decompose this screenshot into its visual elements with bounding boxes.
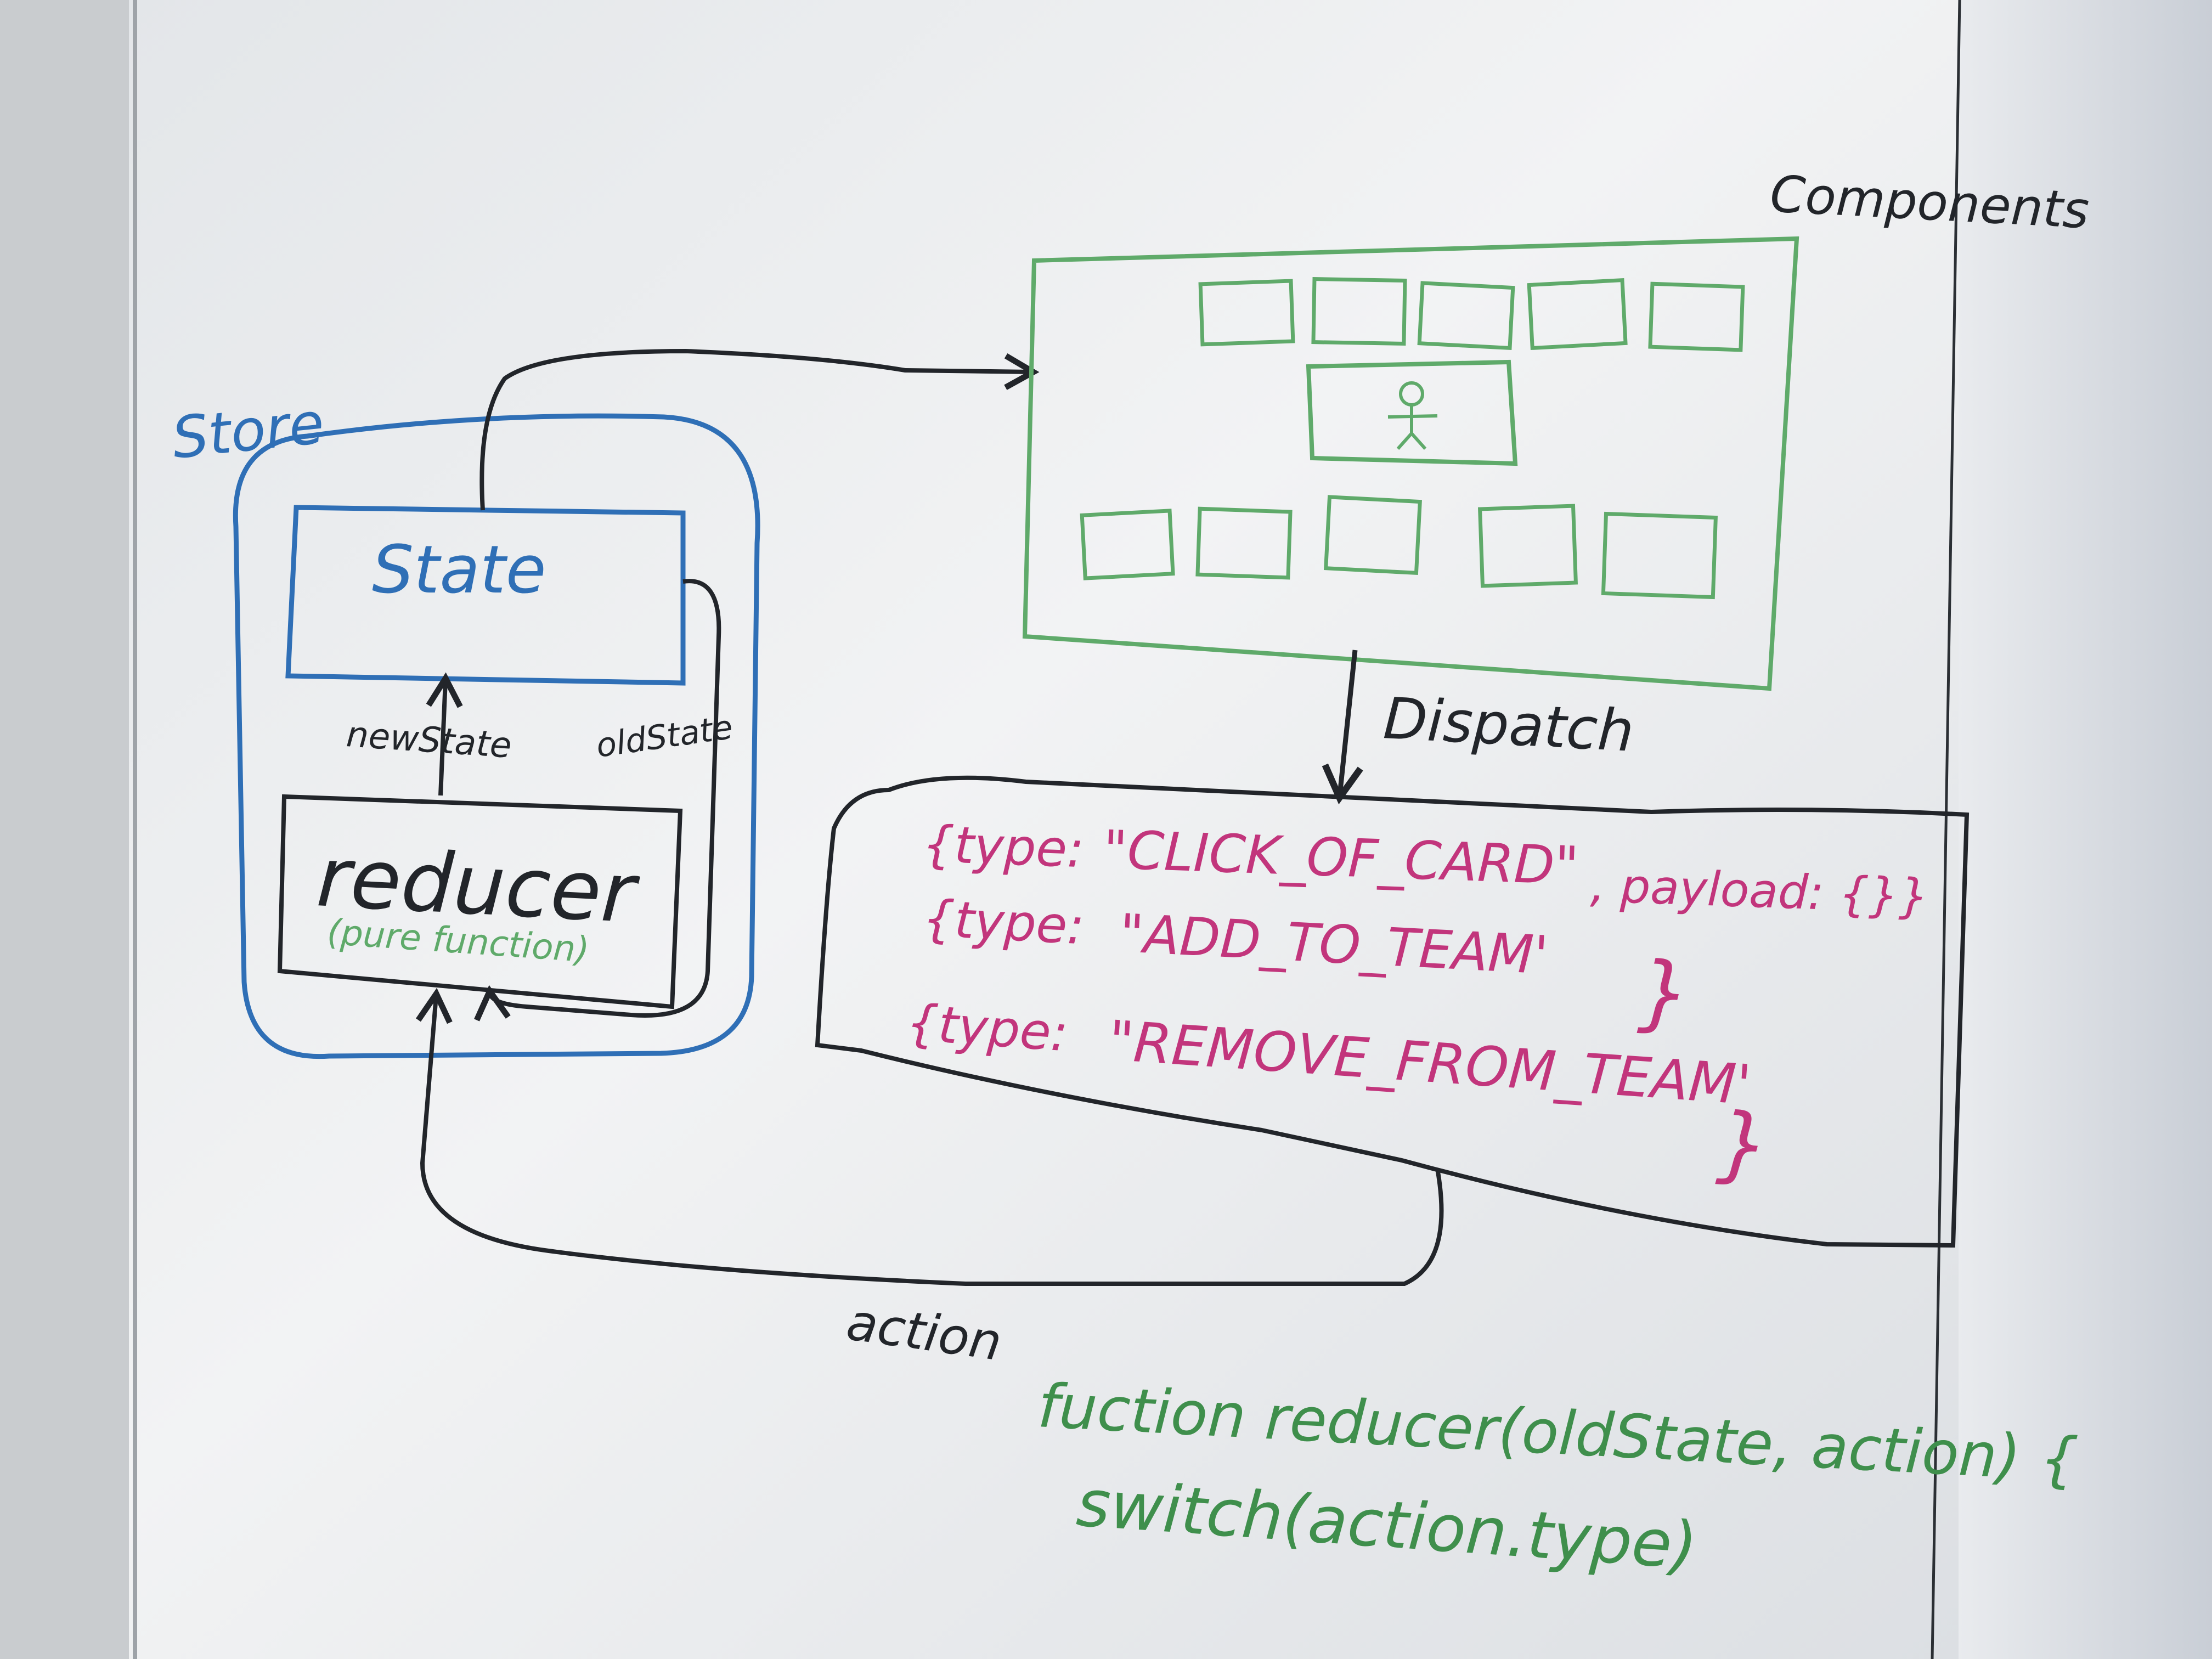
oldstate-arrow	[474, 579, 721, 1022]
card-icon	[1648, 281, 1745, 352]
reducer-box	[277, 794, 683, 1009]
board-right-panel	[1959, 0, 2212, 1659]
cards-bottom-row	[1080, 495, 1718, 600]
card-icon	[1195, 506, 1293, 580]
dispatch-arrow	[1322, 650, 1363, 805]
actions-container	[815, 775, 1970, 1248]
state-box	[285, 505, 686, 686]
card-icon	[1080, 509, 1175, 580]
state-to-components-arrow	[479, 348, 1040, 511]
store-label: Store	[169, 390, 327, 472]
card-icon	[1477, 504, 1578, 588]
card-icon	[1601, 511, 1718, 600]
card-icon	[1527, 278, 1628, 351]
selected-card	[1306, 359, 1518, 466]
action-type-key: {type:	[904, 993, 1070, 1063]
action-type-key: {type:	[921, 889, 1086, 956]
action-line-1: {type: "CLICK_OF_CARD" , payload: {}}	[921, 815, 1929, 924]
store-group: Store State reducer (pure function) newS…	[169, 390, 760, 1059]
components-container	[1022, 236, 1799, 691]
board-frame-left	[0, 0, 137, 1659]
card-icon	[1311, 277, 1407, 346]
card-icon	[1417, 281, 1515, 351]
action-arrow	[416, 988, 1444, 1286]
store-container	[233, 413, 760, 1059]
board-surface	[129, 0, 1959, 1659]
action-close-brace: }	[1636, 944, 1693, 1042]
newstate-arrow	[426, 672, 463, 796]
card-icon	[1324, 495, 1422, 575]
reducer-label: reducer	[314, 830, 642, 942]
panel-seam	[1931, 0, 1961, 1659]
action-payload: , payload: {}}	[1589, 858, 1929, 924]
card-icon	[1198, 279, 1295, 347]
stick-figure-icon	[1387, 381, 1438, 450]
action-type-key: {type:	[921, 815, 1085, 879]
action-close-brace: }	[1714, 1095, 1773, 1194]
dispatch-label: Dispatch	[1382, 685, 1636, 765]
state-label: State	[372, 532, 546, 608]
cards-top-row	[1198, 277, 1745, 352]
actions-group: {type: "CLICK_OF_CARD" , payload: {}} {t…	[815, 775, 1970, 1248]
